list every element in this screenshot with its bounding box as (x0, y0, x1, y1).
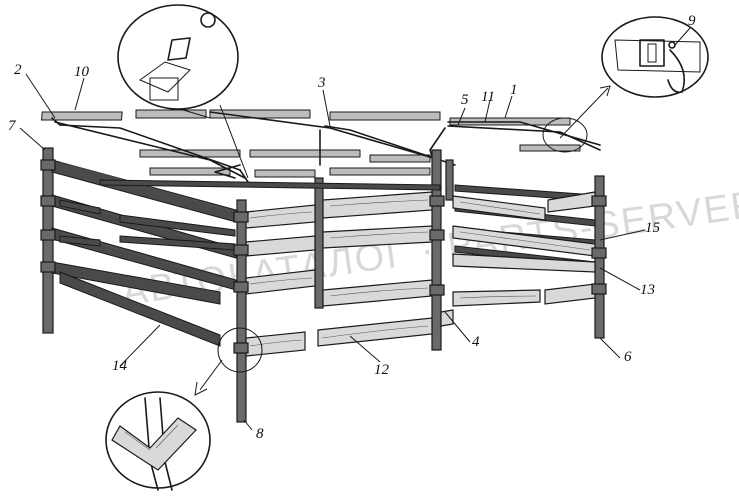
roof-bows (51, 111, 601, 186)
detail-inset-latch (542, 16, 709, 153)
post-brackets (40, 159, 607, 354)
callout-8: 8 (256, 426, 264, 442)
callout-6: 6 (624, 349, 632, 365)
roof-slats (40, 109, 581, 178)
detail-inset-bow-connector (117, 4, 249, 179)
callout-11: 11 (481, 89, 495, 105)
leader-lines (19, 27, 691, 431)
front-boards (245, 191, 596, 357)
callout-labels: 1 2 3 4 5 6 7 8 9 10 11 12 13 14 15 (8, 13, 696, 442)
callout-7: 7 (8, 118, 17, 134)
callout-5: 5 (461, 92, 469, 108)
detail-inset-corner-joint (105, 327, 263, 491)
callout-10: 10 (74, 64, 90, 80)
callout-4: 4 (472, 334, 480, 350)
callout-15: 15 (645, 220, 661, 236)
callout-9: 9 (688, 13, 696, 29)
callout-2: 2 (14, 62, 22, 78)
callout-1: 1 (510, 82, 518, 98)
left-side-rails (51, 159, 237, 347)
callout-14: 14 (112, 358, 128, 374)
callout-12: 12 (374, 362, 390, 378)
callout-3: 3 (317, 75, 326, 91)
callout-13: 13 (640, 282, 655, 298)
